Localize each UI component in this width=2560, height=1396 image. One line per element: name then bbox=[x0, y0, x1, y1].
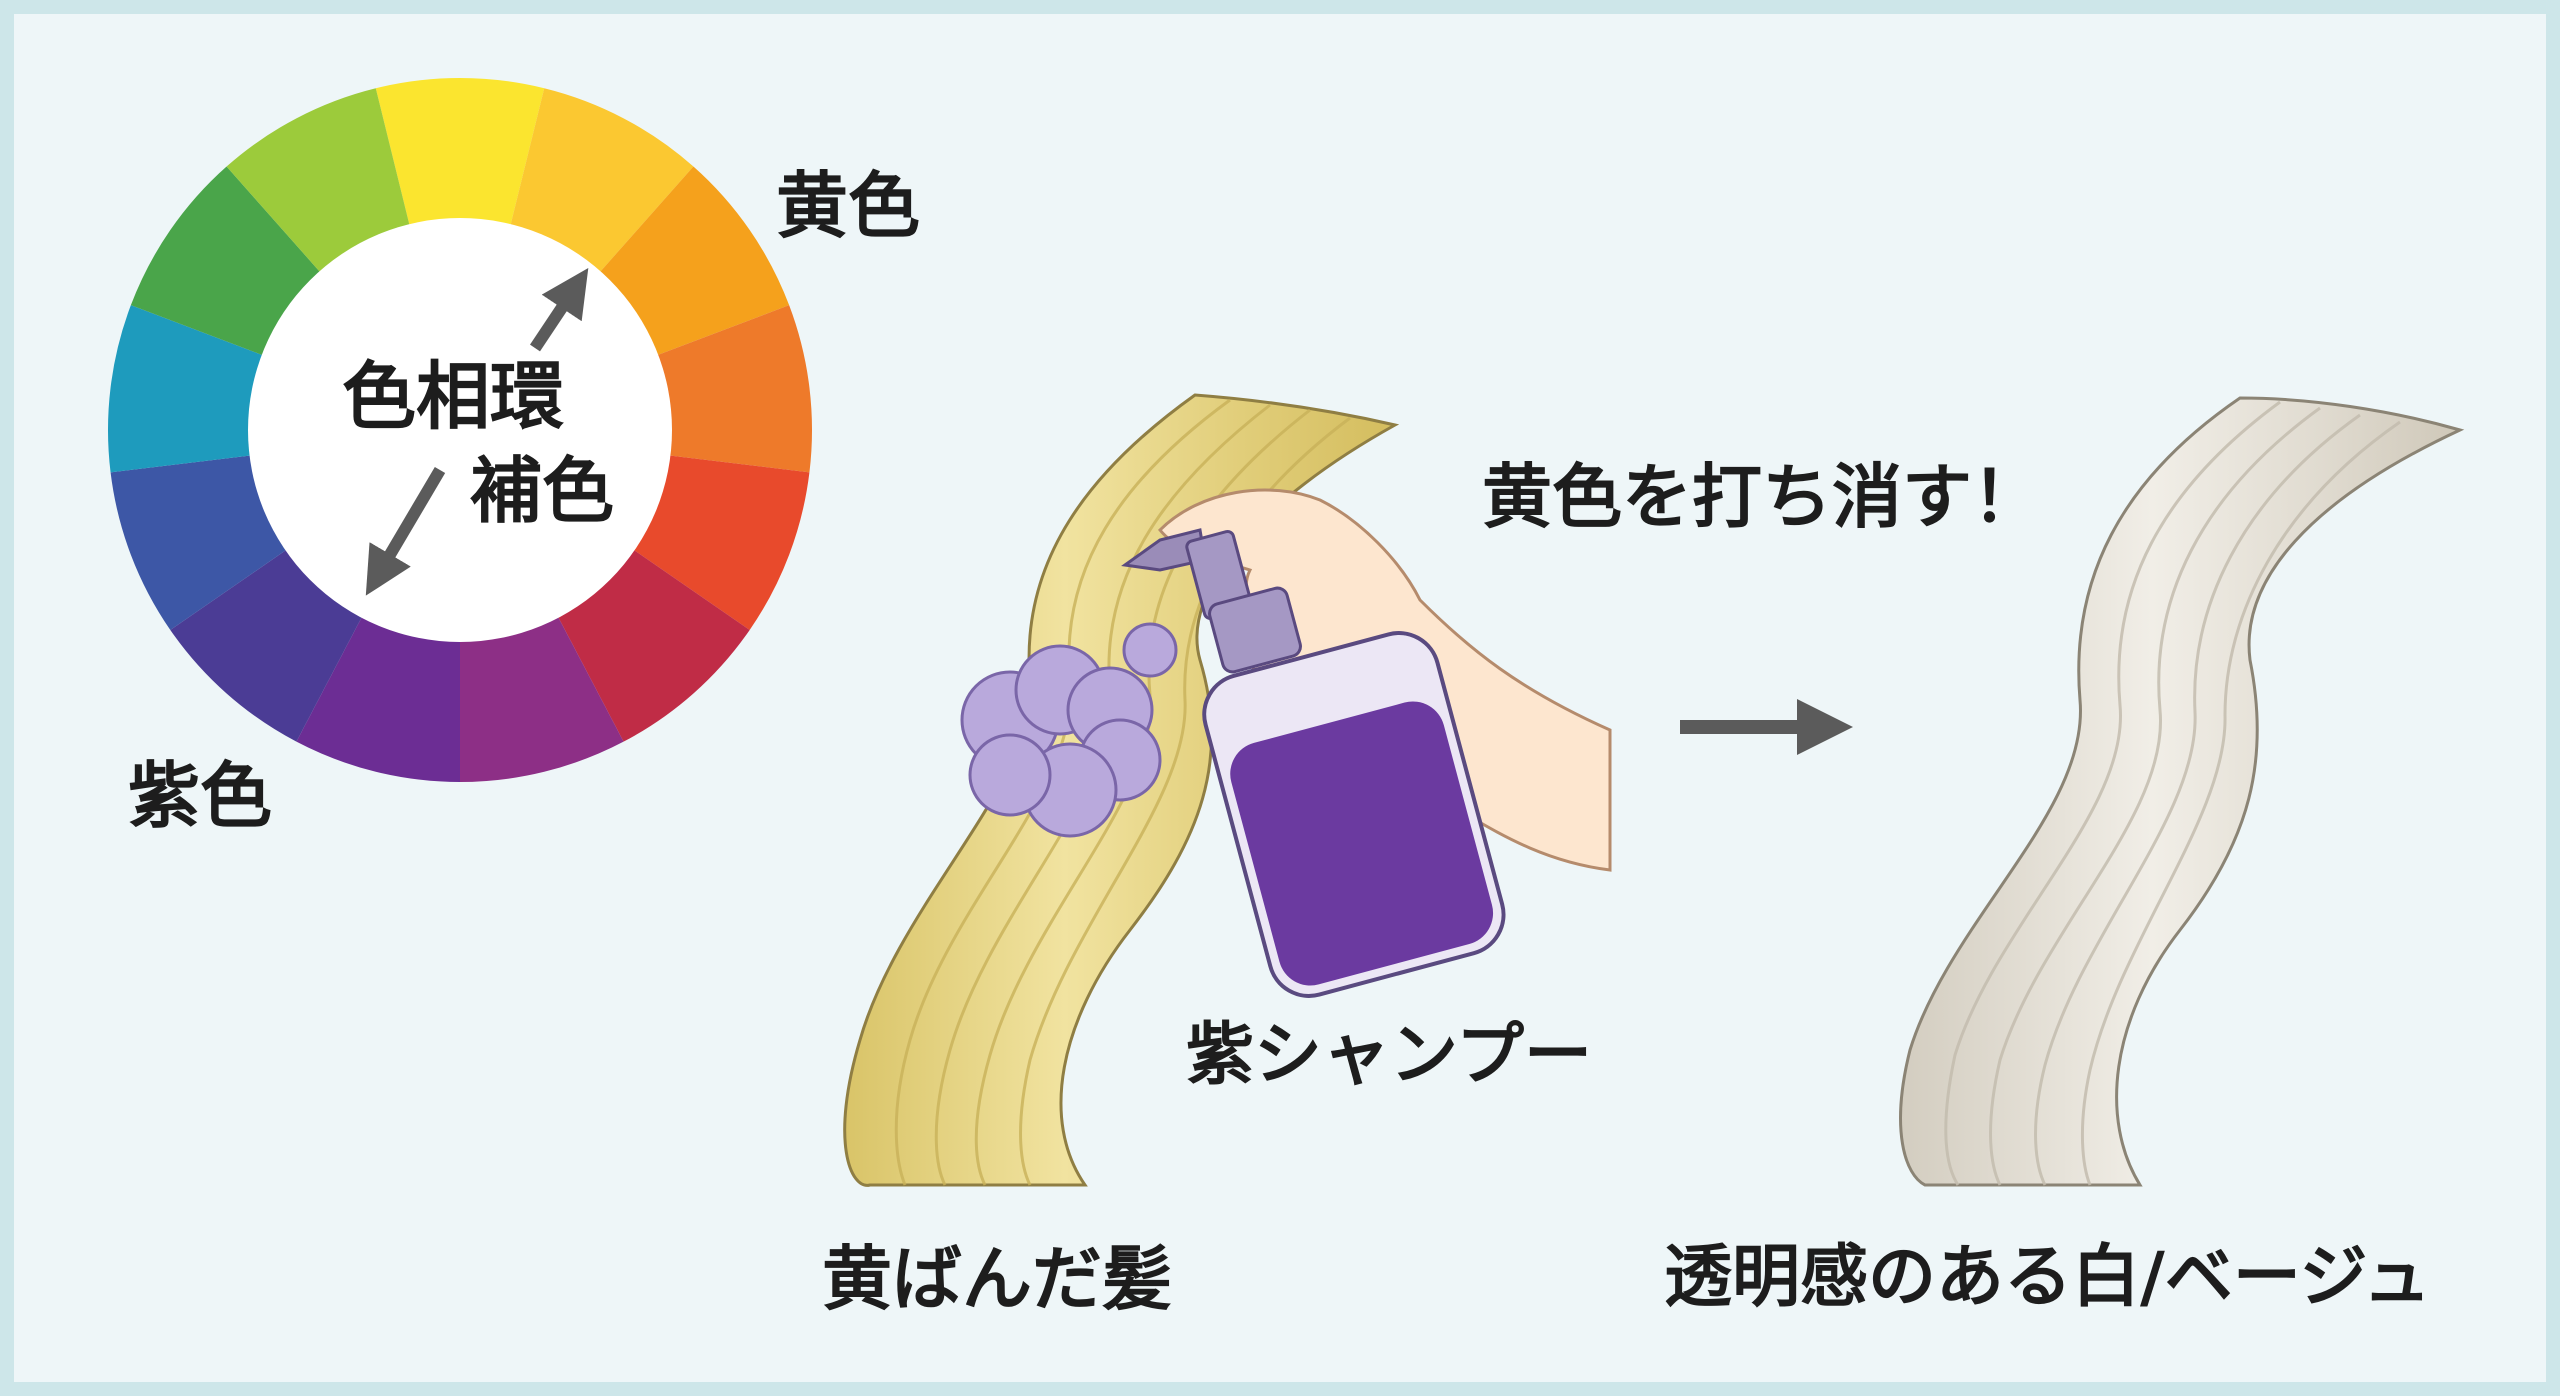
color-wheel-segment bbox=[110, 455, 288, 630]
color-wheel-segment bbox=[557, 549, 750, 742]
cancel-yellow-caption: 黄色を打ち消す！ bbox=[1482, 456, 2042, 538]
shampoo-bottle bbox=[1121, 528, 1506, 998]
color-wheel-segment bbox=[375, 78, 545, 227]
color-wheel-segment bbox=[130, 166, 321, 356]
clear-white-beige-label: 透明感のある白/ベージュ bbox=[1664, 1238, 2431, 1317]
ash-hair-strand bbox=[1899, 396, 2465, 1187]
color-wheel-segment bbox=[510, 88, 694, 273]
color-wheel-segment bbox=[296, 615, 460, 782]
color-wheel-segment bbox=[226, 88, 410, 273]
yellow-label: 黄色 bbox=[776, 164, 921, 248]
yellowed-hair-label: 黄ばんだ髪 bbox=[822, 1238, 1172, 1320]
color-wheel bbox=[108, 78, 813, 782]
color-wheel-segment bbox=[108, 305, 264, 473]
purple-foam bbox=[960, 622, 1178, 838]
arrow-to-purple bbox=[365, 466, 446, 596]
purple-label: 紫色 bbox=[128, 754, 273, 838]
hue-circle-label: 色相環 bbox=[342, 354, 564, 440]
color-wheel-center bbox=[248, 218, 672, 642]
arrow-to-yellow bbox=[530, 268, 589, 352]
color-wheel-segment bbox=[599, 166, 790, 356]
complementary-label: 補色 bbox=[470, 449, 615, 533]
color-wheel-segment bbox=[632, 455, 810, 630]
color-wheel-segment bbox=[656, 305, 813, 473]
color-wheel-segment bbox=[170, 549, 363, 742]
color-wheel-segment bbox=[460, 615, 624, 782]
purple-shampoo-label: 紫シャンプー bbox=[1186, 1016, 1592, 1095]
